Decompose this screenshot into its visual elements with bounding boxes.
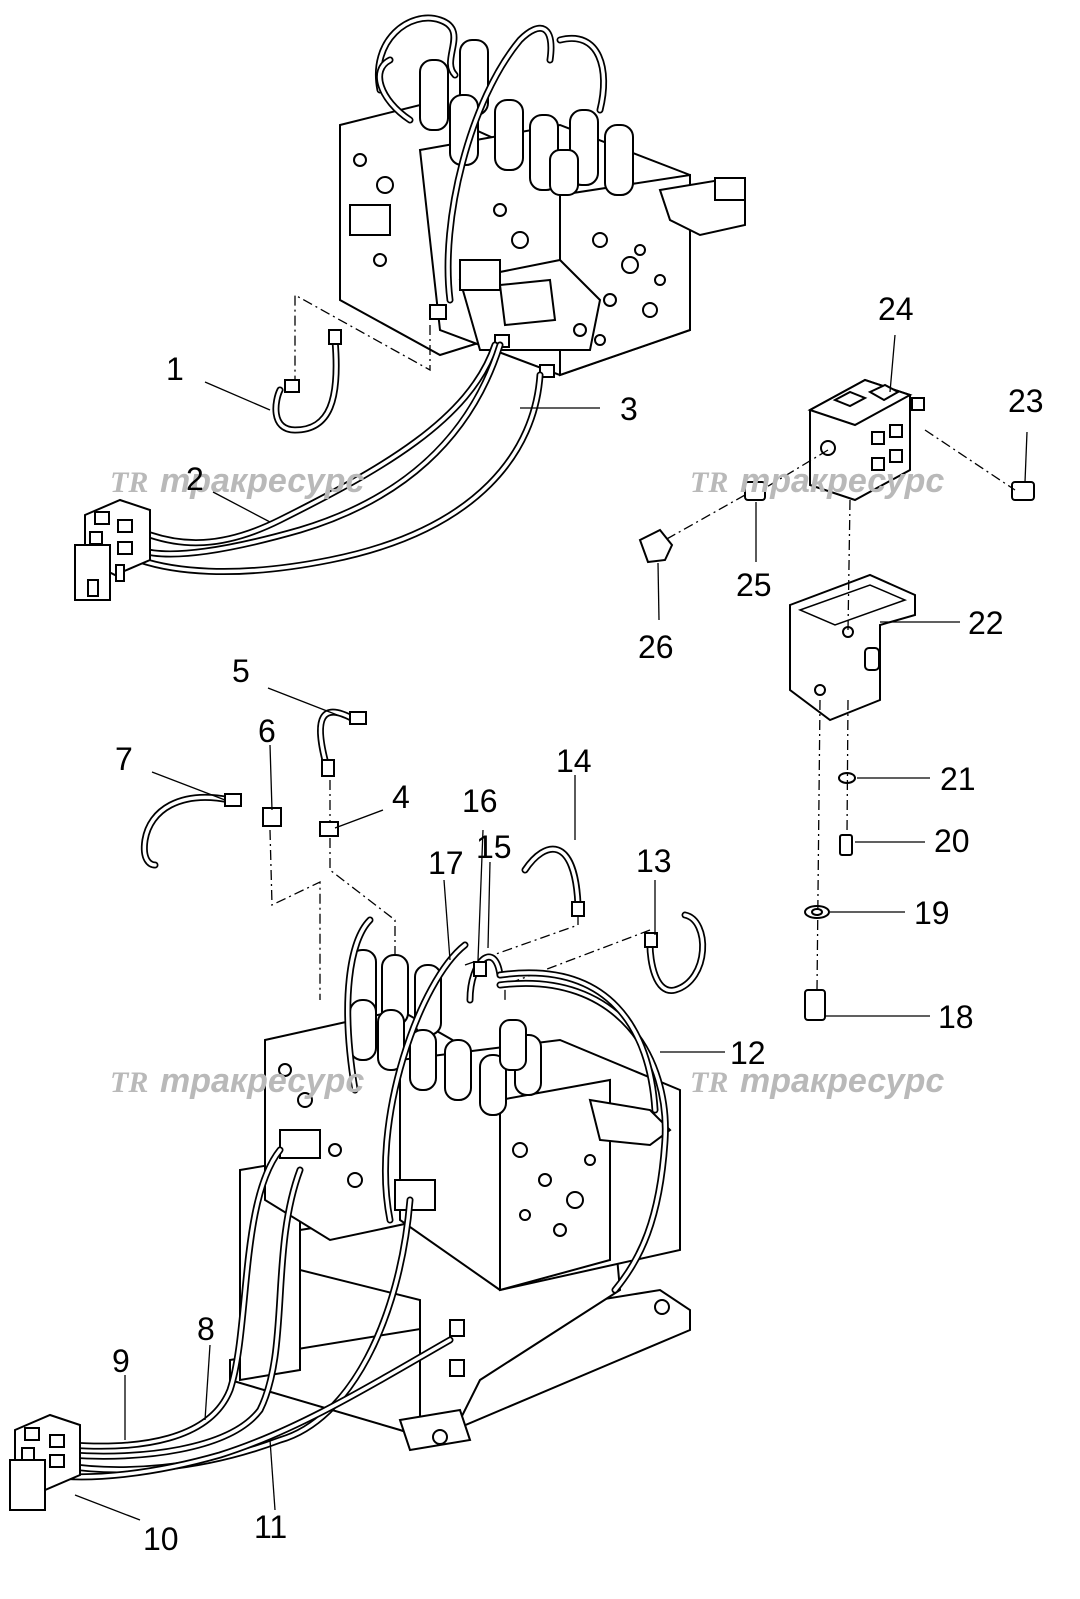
callout-16: 16 [462, 783, 498, 819]
watermark-3: TR тракресурс [110, 1062, 364, 1100]
hose-part-14 [521, 845, 585, 917]
leader-lines [74, 334, 1028, 1521]
callout-labels: 1 2 3 4 5 6 7 8 9 10 11 12 13 14 15 16 1… [112, 291, 1044, 1557]
callout-24: 24 [878, 291, 914, 327]
hose-part-17 [344, 916, 469, 1224]
hose-part-10 [46, 1336, 454, 1481]
callout-3: 3 [620, 391, 638, 427]
callout-9: 9 [112, 1343, 130, 1379]
callout-25: 25 [736, 567, 772, 603]
watermark-text: тракресурс [740, 462, 944, 500]
hose-part-3 [136, 341, 544, 576]
watermark-logo: TR [110, 1066, 148, 1099]
watermark-1: TR тракресурс [110, 462, 364, 500]
hose-part-11 [56, 1196, 414, 1474]
bolt-18 [804, 989, 826, 1021]
fitting-6 [262, 807, 282, 827]
callout-5: 5 [232, 653, 250, 689]
watermark-logo: TR [110, 466, 148, 499]
callout-26: 26 [638, 629, 674, 665]
callout-8: 8 [197, 1311, 215, 1347]
pilot-block-bottom [9, 1413, 81, 1511]
control-valve-assembly-bottom [229, 949, 691, 1452]
washer-19 [804, 905, 830, 919]
callout-10: 10 [143, 1521, 179, 1557]
callout-4: 4 [392, 779, 410, 815]
callout-1: 1 [166, 351, 184, 387]
alignment-lines-mid [269, 780, 651, 1000]
callout-12: 12 [730, 1035, 766, 1071]
hose-part-8 [66, 1146, 284, 1450]
callout-20: 20 [934, 823, 970, 859]
callout-6: 6 [258, 713, 276, 749]
manifold-block-24 [807, 378, 925, 502]
control-valve-assembly-top [339, 14, 746, 378]
watermark-text: тракресурс [160, 1062, 364, 1100]
callout-19: 19 [914, 895, 950, 931]
hose-part-9 [66, 1166, 304, 1460]
callout-2: 2 [186, 461, 204, 497]
hose-part-1 [272, 329, 342, 434]
callout-7: 7 [115, 741, 133, 777]
callout-11: 11 [254, 1509, 287, 1545]
hose-part-12 [496, 969, 669, 1294]
callout-23: 23 [1008, 383, 1044, 419]
watermark-2: TR тракресурс [690, 462, 944, 500]
watermark-text: тракресурс [160, 462, 364, 500]
watermark-logo: TR [690, 466, 728, 499]
alignment-lines-top [294, 293, 431, 380]
callout-21: 21 [940, 761, 976, 797]
callout-22: 22 [968, 605, 1004, 641]
watermark-text: тракресурс [740, 1062, 944, 1100]
bracket-22 [789, 573, 916, 722]
hose-part-13 [644, 911, 707, 994]
hose-part-2 [146, 341, 499, 547]
callout-15: 15 [476, 829, 512, 865]
bolt-20 [839, 834, 853, 856]
elbow-fitting-26 [638, 528, 674, 564]
fitting-25 [744, 481, 766, 501]
callout-13: 13 [636, 843, 672, 879]
callout-17: 17 [428, 845, 464, 881]
pilot-block-top [74, 498, 151, 601]
alignment-lines-right [664, 429, 1016, 991]
fitting-23 [1011, 481, 1035, 501]
hose-part-5 [316, 708, 367, 777]
callout-14: 14 [556, 743, 592, 779]
hose-part-16 [473, 961, 487, 977]
hose-part-7 [140, 793, 242, 869]
fitting-4 [319, 821, 339, 837]
watermark-4: TR тракресурс [690, 1062, 944, 1100]
watermark-logo: TR [690, 1066, 728, 1099]
hose-part-15 [466, 953, 504, 1004]
callout-18: 18 [938, 999, 974, 1035]
